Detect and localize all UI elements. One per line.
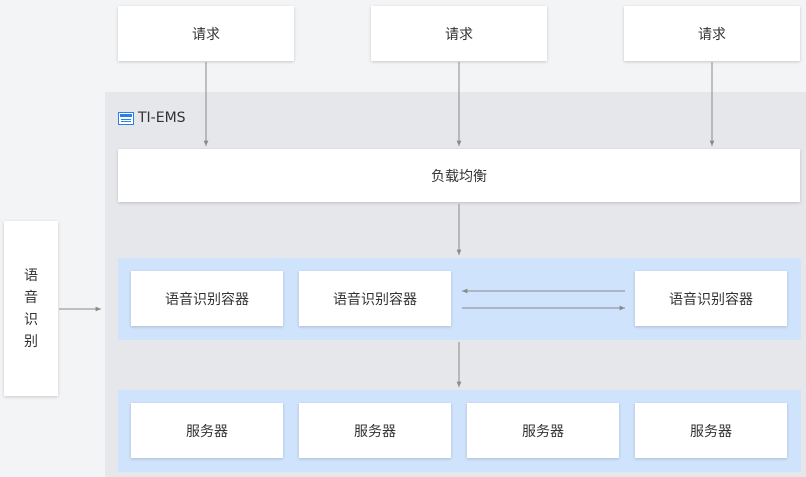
request-box-3: 请求 <box>624 6 800 61</box>
ti-ems-label: TI-EMS <box>138 110 186 126</box>
request-label: 请求 <box>445 26 473 43</box>
request-box-2: 请求 <box>371 6 547 61</box>
load-balancer-label: 负载均衡 <box>431 168 487 185</box>
speech-recognition-side-box: 语 音 识 别 <box>4 221 58 396</box>
server-box-3: 服务器 <box>467 403 619 458</box>
server-box-1: 服务器 <box>131 403 283 458</box>
container-label: 语音识别容器 <box>669 291 753 308</box>
side-char: 识 <box>24 311 38 328</box>
server-label: 服务器 <box>690 423 732 440</box>
ti-ems-brand: TI-EMS <box>118 110 186 126</box>
side-char: 别 <box>24 333 38 350</box>
server-label: 服务器 <box>354 423 396 440</box>
load-balancer-box: 负载均衡 <box>118 149 800 202</box>
container-box-2: 语音识别容器 <box>299 271 451 326</box>
request-box-1: 请求 <box>118 6 294 61</box>
side-char: 音 <box>24 289 38 306</box>
ti-ems-logo-icon <box>118 111 134 125</box>
container-label: 语音识别容器 <box>333 291 417 308</box>
container-label: 语音识别容器 <box>165 291 249 308</box>
side-char: 语 <box>24 267 38 284</box>
request-label: 请求 <box>698 26 726 43</box>
server-label: 服务器 <box>522 423 564 440</box>
server-label: 服务器 <box>186 423 228 440</box>
server-box-4: 服务器 <box>635 403 787 458</box>
container-box-1: 语音识别容器 <box>131 271 283 326</box>
server-box-2: 服务器 <box>299 403 451 458</box>
request-label: 请求 <box>192 26 220 43</box>
container-box-3: 语音识别容器 <box>635 271 787 326</box>
